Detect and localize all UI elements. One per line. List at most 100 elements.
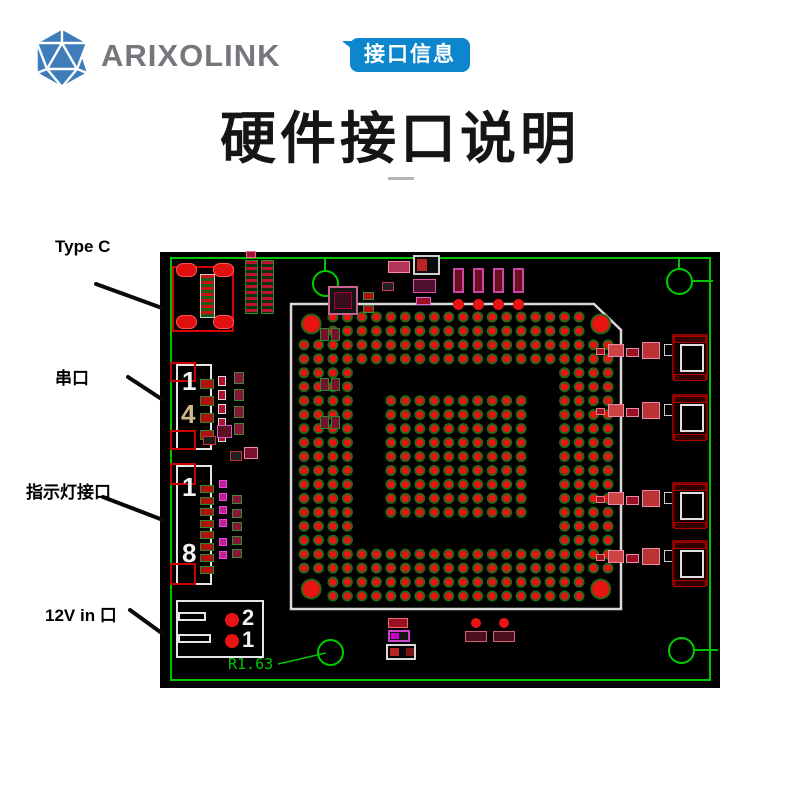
mounting-hole bbox=[667, 636, 695, 664]
pcb-part bbox=[218, 404, 226, 414]
pcb-part bbox=[596, 408, 605, 415]
pcb-part bbox=[200, 485, 214, 493]
pcb-part bbox=[388, 618, 408, 628]
pcb-part bbox=[245, 260, 258, 314]
pcb-part bbox=[170, 463, 196, 485]
pad-dot bbox=[225, 634, 239, 648]
pcb-part bbox=[680, 492, 704, 520]
pcb-part bbox=[626, 496, 639, 505]
pad-dot bbox=[512, 298, 524, 310]
callout-line bbox=[101, 495, 165, 522]
pcb-part bbox=[513, 268, 524, 293]
pcb-part bbox=[230, 451, 242, 461]
pcb-part bbox=[203, 436, 216, 445]
pcb-part bbox=[200, 508, 214, 516]
pcb-part bbox=[232, 508, 242, 518]
callout-label: Type C bbox=[55, 237, 111, 256]
pcb-part bbox=[674, 522, 706, 529]
pcb-part bbox=[244, 447, 258, 459]
pcb-part bbox=[608, 404, 624, 417]
pcb-part bbox=[176, 600, 264, 658]
pcb-part bbox=[232, 522, 242, 531]
pcb-part bbox=[674, 484, 706, 491]
pcb-part bbox=[219, 480, 227, 488]
pcb-part bbox=[331, 416, 340, 429]
pcb-part bbox=[234, 372, 244, 384]
pcb-part bbox=[642, 548, 660, 565]
pcb-part bbox=[234, 406, 244, 418]
pcb-part bbox=[170, 563, 196, 585]
pcb-part bbox=[680, 404, 704, 432]
brand-name: ARIXOLINK bbox=[101, 38, 281, 73]
pcb-part bbox=[608, 492, 624, 505]
pcb-part bbox=[219, 538, 227, 546]
pcb-part bbox=[642, 342, 660, 359]
pcb-part bbox=[219, 506, 227, 514]
pcb-part bbox=[680, 550, 704, 578]
pcb-part bbox=[246, 251, 256, 258]
pcb-part bbox=[493, 631, 515, 642]
pcb-part bbox=[674, 336, 706, 343]
pcb-part bbox=[200, 519, 214, 528]
pcb-part bbox=[218, 376, 226, 386]
pcb-part bbox=[234, 423, 244, 435]
pcb-part bbox=[674, 580, 706, 587]
pad-dot bbox=[471, 618, 481, 628]
pcb-part bbox=[608, 550, 624, 563]
pcb-part bbox=[413, 279, 436, 293]
pcb-part bbox=[642, 402, 660, 419]
pin-label: 8 bbox=[182, 538, 197, 568]
pcb-part bbox=[453, 268, 464, 293]
pcb-part bbox=[219, 519, 227, 527]
pcb-part bbox=[390, 648, 399, 656]
pcb-part bbox=[200, 565, 214, 574]
pcb-part bbox=[406, 648, 414, 656]
callout-label: 12V in 口 bbox=[45, 606, 117, 625]
info-badge: 接口信息 bbox=[342, 38, 470, 72]
pcb-part bbox=[170, 362, 196, 382]
pcb-part bbox=[320, 328, 329, 341]
pcb-part bbox=[200, 379, 214, 389]
pcb-part bbox=[493, 268, 504, 293]
page-title: 硬件接口说明 bbox=[220, 107, 580, 170]
pcb-part bbox=[200, 413, 214, 423]
pcb-part bbox=[261, 260, 274, 314]
pcb-part bbox=[200, 274, 215, 318]
callout-line bbox=[126, 375, 165, 402]
pcb-part bbox=[334, 292, 352, 309]
pcb-part bbox=[608, 344, 624, 357]
pcb-part bbox=[232, 535, 242, 545]
pin-label: 1 bbox=[182, 366, 197, 396]
pcb-part bbox=[465, 631, 487, 642]
pad-dot bbox=[225, 613, 239, 627]
pcb-part bbox=[626, 348, 639, 357]
pcb-part bbox=[642, 490, 660, 507]
pcb-part bbox=[218, 390, 226, 400]
pcb-part bbox=[200, 554, 214, 562]
callout-label: 指示灯接口 bbox=[26, 483, 111, 502]
pcb-part bbox=[200, 496, 214, 505]
pcb-part bbox=[674, 396, 706, 403]
pcb-part bbox=[363, 292, 374, 300]
bga-footprint bbox=[289, 302, 623, 611]
pcb-part bbox=[217, 425, 232, 438]
pcb-part bbox=[388, 261, 410, 273]
pin-label: 1 bbox=[242, 627, 255, 652]
pcb-part bbox=[320, 378, 329, 391]
pcb-part bbox=[232, 549, 242, 558]
pcb-part bbox=[596, 554, 605, 561]
pcb-part bbox=[596, 496, 605, 503]
pcb-part bbox=[172, 266, 234, 332]
pcb-part bbox=[213, 315, 234, 329]
pcb-part bbox=[213, 263, 234, 277]
pcb-part bbox=[219, 551, 227, 559]
pcb-part bbox=[200, 396, 214, 406]
pcb-part bbox=[626, 408, 639, 417]
trace-lines bbox=[277, 257, 718, 665]
pin-label: 2 bbox=[242, 605, 255, 630]
pcb-part bbox=[170, 430, 196, 450]
pcb-part bbox=[674, 542, 706, 549]
pad-dot bbox=[452, 298, 464, 310]
